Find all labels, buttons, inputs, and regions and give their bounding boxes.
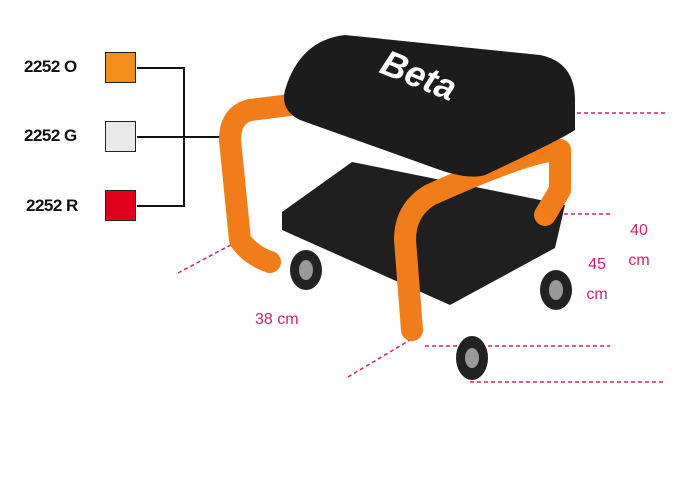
swatch-grey (105, 121, 136, 152)
depth-dimension: 45 cm (582, 250, 612, 310)
variant-code: 2252 O (24, 57, 77, 76)
seat-cushion (284, 35, 575, 177)
variant-code: 2252 G (24, 126, 77, 145)
depth-value: 45 (588, 256, 606, 273)
tool-tray (282, 162, 565, 305)
width-dimension: 38 cm (255, 311, 299, 328)
orange-frame (219, 94, 571, 341)
variant-connector (137, 67, 231, 207)
height-value: 40 (630, 222, 648, 239)
height-dimension: 40 cm (624, 216, 654, 276)
depth-unit: cm (586, 286, 608, 303)
height-unit: cm (628, 252, 650, 269)
variant-code: 2252 R (26, 196, 78, 215)
wheels (290, 250, 572, 380)
swatch-red (105, 190, 136, 221)
swatch-orange (105, 52, 136, 83)
